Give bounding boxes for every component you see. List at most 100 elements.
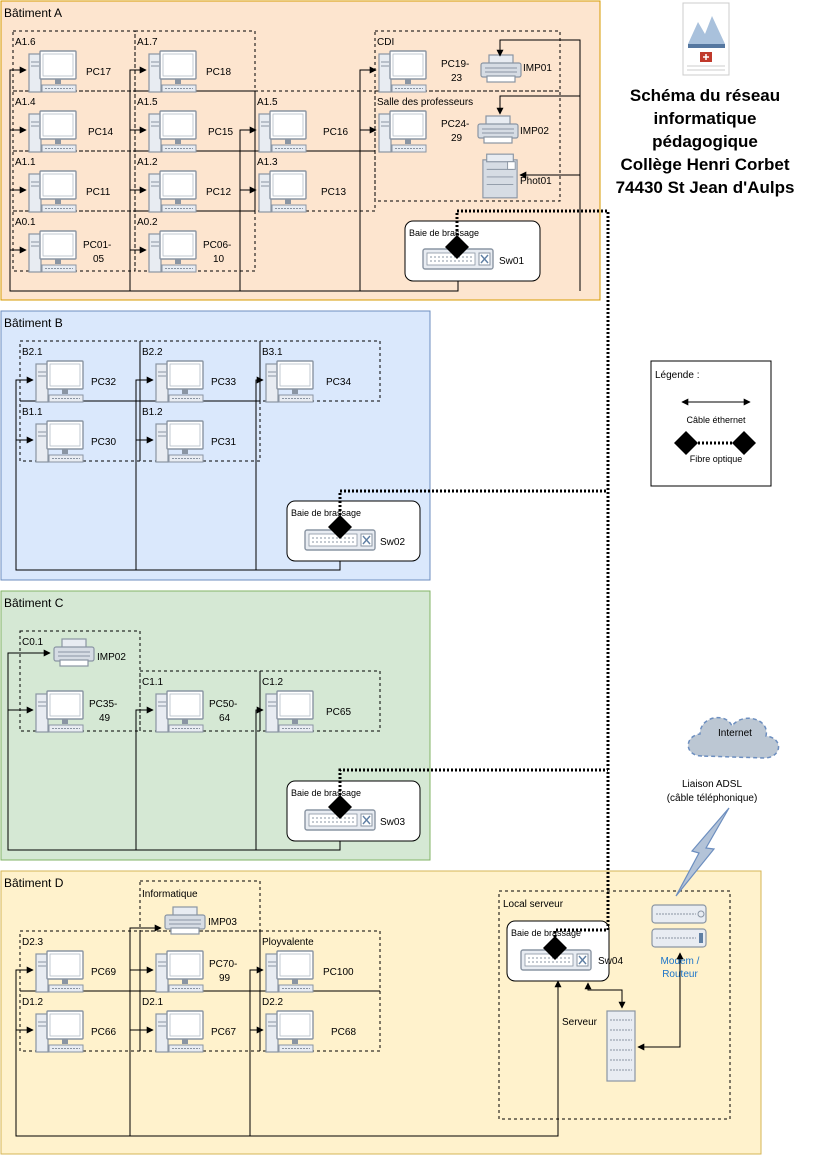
pc19-23-icon[interactable] <box>378 50 427 93</box>
pc16-icon[interactable] <box>258 110 307 153</box>
server-label: Serveur <box>562 1017 598 1028</box>
pc70-99-icon[interactable] <box>155 950 204 993</box>
phot01-label: Phot01 <box>520 176 552 187</box>
pc34-label: PC34 <box>326 377 351 388</box>
sw02-rack[interactable] <box>286 500 421 562</box>
room-d23: D2.3 <box>22 937 44 948</box>
pc30-label: PC30 <box>91 437 116 448</box>
pc15-label: PC15 <box>208 127 233 138</box>
pc06-10-label-1: PC06- <box>203 240 231 251</box>
room-a15: A1.5 <box>137 97 158 108</box>
pc32-icon[interactable] <box>35 360 84 403</box>
title-line-2: informatique <box>654 109 757 128</box>
pc24-29-icon[interactable] <box>378 110 427 153</box>
room-a15b: A1.5 <box>257 97 278 108</box>
pc33-icon[interactable] <box>155 360 204 403</box>
pc31-label: PC31 <box>211 437 236 448</box>
room-cdi: CDI <box>377 37 394 48</box>
pc67-icon[interactable] <box>155 1010 204 1053</box>
room-salle-prof: Salle des professeurs <box>377 97 473 108</box>
pc66-label: PC66 <box>91 1027 116 1038</box>
room-a02: A0.2 <box>137 217 158 228</box>
pc18-icon[interactable] <box>148 50 197 93</box>
title-line-4: Collège Henri Corbet <box>620 155 789 174</box>
pc12-label: PC12 <box>206 187 231 198</box>
sw02-rack-label: Baie de brassage <box>291 508 361 518</box>
copier-icon[interactable] <box>482 153 518 199</box>
pc11-icon[interactable] <box>28 170 77 213</box>
pc30-icon[interactable] <box>35 420 84 463</box>
pc12-icon[interactable] <box>148 170 197 213</box>
pc35-49-icon[interactable] <box>35 690 84 733</box>
pc65-icon[interactable] <box>265 690 314 733</box>
room-b11: B1.1 <box>22 407 43 418</box>
title-line-1: Schéma du réseau <box>630 86 780 105</box>
room-a01: A0.1 <box>15 217 36 228</box>
pc68-icon[interactable] <box>265 1010 314 1053</box>
pc14-label: PC14 <box>88 127 113 138</box>
sw04-rack-label: Baie de brassage <box>511 928 581 938</box>
pc01-05-icon[interactable] <box>28 230 77 273</box>
pc06-10-icon[interactable] <box>148 230 197 273</box>
legend-title: Légende : <box>655 370 700 381</box>
building-a-label: Bâtiment A <box>4 6 62 20</box>
switch-icon <box>422 248 494 270</box>
pc17-icon[interactable] <box>28 50 77 93</box>
imp02c-label: IMP02 <box>97 652 126 663</box>
diagram-title: Schéma du réseau informatique pédagogiqu… <box>616 86 795 197</box>
room-c01: C0.1 <box>22 637 44 648</box>
room-local-serveur: Local serveur <box>503 899 564 910</box>
room-b22: B2.2 <box>142 347 163 358</box>
sw02-label: Sw02 <box>380 537 405 548</box>
pc50-64-icon[interactable] <box>155 690 204 733</box>
switch-icon <box>520 949 592 971</box>
title-line-3: pédagogique <box>652 132 758 151</box>
pc66-icon[interactable] <box>35 1010 84 1053</box>
imp02a-label: IMP02 <box>520 126 549 137</box>
college-logo <box>682 2 730 76</box>
pc70-99-label-2: 99 <box>219 973 231 984</box>
room-b12: B1.2 <box>142 407 163 418</box>
pc14-icon[interactable] <box>28 110 77 153</box>
imp01-label: IMP01 <box>523 63 552 74</box>
room-c11: C1.1 <box>142 677 164 688</box>
pc67-label: PC67 <box>211 1027 236 1038</box>
pc19-23-label-2: 23 <box>451 73 463 84</box>
pc100-label: PC100 <box>323 967 354 978</box>
building-d-label: Bâtiment D <box>4 876 64 890</box>
internet-label: Internet <box>718 728 752 739</box>
pc13-icon[interactable] <box>258 170 307 213</box>
pc31-icon[interactable] <box>155 420 204 463</box>
server-icon[interactable] <box>606 1010 636 1082</box>
pc50-64-label-2: 64 <box>219 713 231 724</box>
legend: Légende : Câble éthernet Fibre optique <box>650 360 772 487</box>
legend-ethernet: Câble éthernet <box>686 415 746 425</box>
pc32-label: PC32 <box>91 377 116 388</box>
sw03-rack[interactable] <box>286 780 421 842</box>
room-a12: A1.2 <box>137 157 158 168</box>
room-c12: C1.2 <box>262 677 284 688</box>
pc50-64-label-1: PC50- <box>209 699 237 710</box>
internet-cloud <box>687 716 780 759</box>
pc01-05-label-1: PC01- <box>83 240 111 251</box>
room-a17: A1.7 <box>137 37 158 48</box>
pc34-icon[interactable] <box>265 360 314 403</box>
rooms-building-d <box>19 880 731 1120</box>
pc65-label: PC65 <box>326 707 351 718</box>
legend-fiber: Fibre optique <box>690 454 743 464</box>
pc33-label: PC33 <box>211 377 236 388</box>
sw04-label: Sw04 <box>598 956 623 967</box>
room-a11: A1.1 <box>15 157 36 168</box>
switch-icon <box>304 809 376 831</box>
pc69-label: PC69 <box>91 967 116 978</box>
imp03-label: IMP03 <box>208 917 237 928</box>
pc11-label: PC11 <box>86 187 111 198</box>
room-a16: A1.6 <box>15 37 36 48</box>
pc69-icon[interactable] <box>35 950 84 993</box>
pc100-icon[interactable] <box>265 950 314 993</box>
pc68-label: PC68 <box>331 1027 356 1038</box>
sw03-label: Sw03 <box>380 817 405 828</box>
pc15-icon[interactable] <box>148 110 197 153</box>
room-b31: B3.1 <box>262 347 283 358</box>
pc24-29-label-2: 29 <box>451 133 463 144</box>
